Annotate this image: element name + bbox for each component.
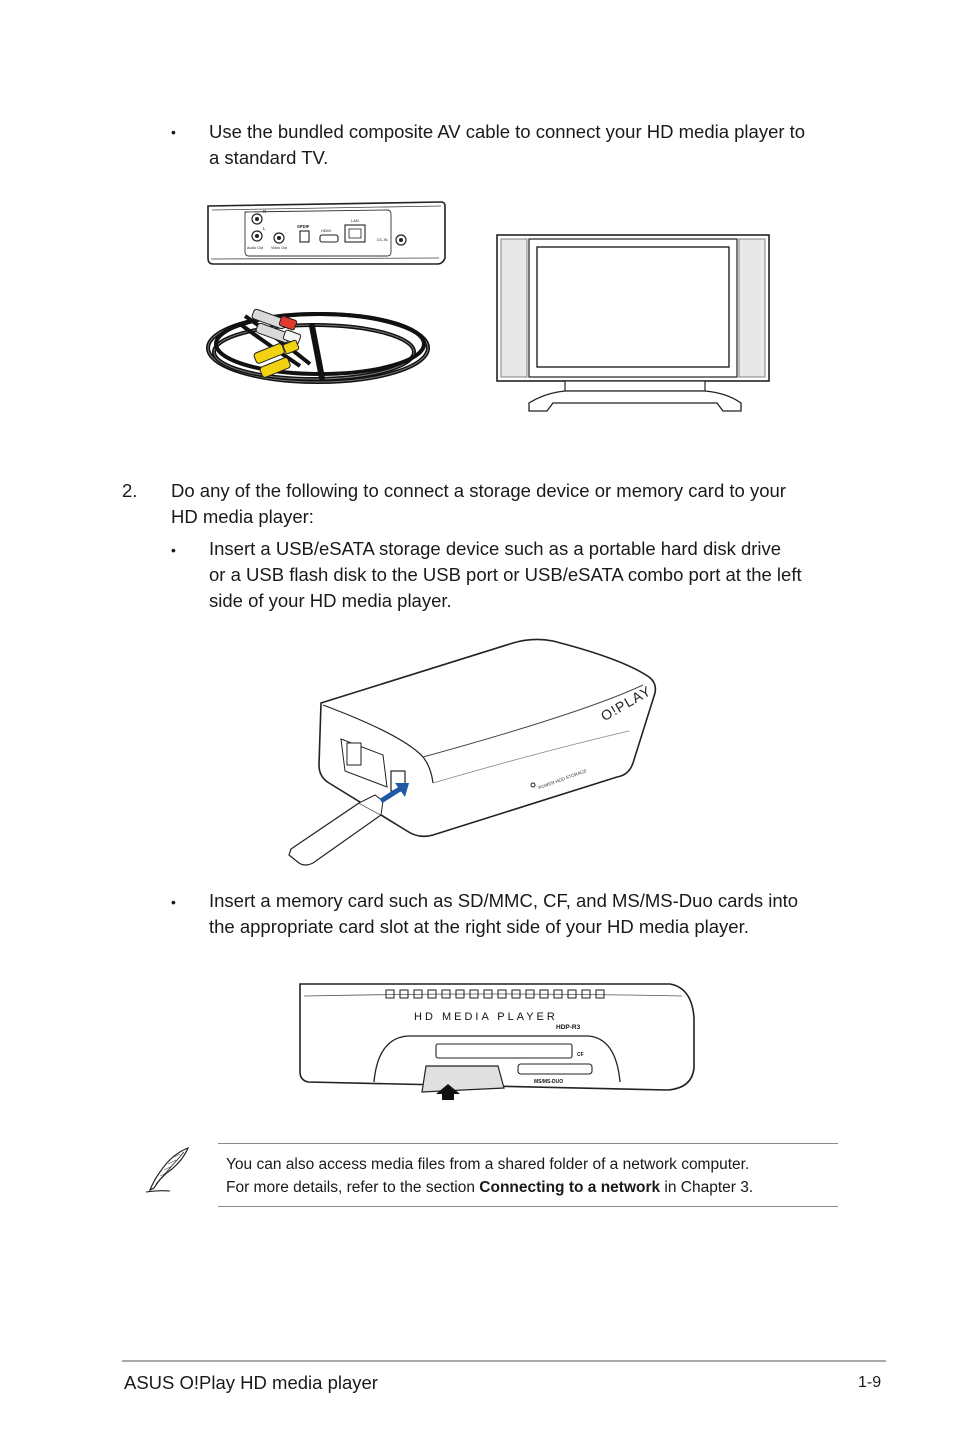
step-2-line-1: Do any of the following to connect a sto… [171,480,786,501]
label-lan: LAN [351,218,359,223]
front-panel-title: HD MEDIA PLAYER [414,1011,558,1023]
label-spdif: SPDIF [297,224,310,229]
note-line-2-prefix: For more details, refer to the section [226,1179,480,1196]
usb-line-3: side of your HD media player. [209,590,452,611]
ms-slot-label: MS/MS-DUO [534,1079,563,1085]
note-line-1: You can also access media files from a s… [226,1156,750,1173]
step-2-instruction: Do any of the following to connect a sto… [171,478,851,530]
cf-slot-label: CF [577,1052,584,1058]
player-card-slot-illustration: HD MEDIA PLAYER HDP-R3 CF MS/MS-DUO [299,983,695,1100]
standard-tv-illustration [496,234,770,412]
quill-note-icon [145,1146,190,1193]
av-cable-instruction: Use the bundled composite AV cable to co… [209,119,849,171]
memory-card-line-1: Insert a memory card such as SD/MMC, CF,… [209,890,799,911]
step-number: 2. [122,480,138,501]
footer-title: ASUS O!Play HD media player [124,1372,378,1393]
label-hdmi: HDMI [321,229,331,233]
composite-av-cable-illustration [206,308,430,384]
label-l: L [263,226,266,231]
note-section-link: Connecting to a network [479,1179,661,1196]
label-r: R [263,209,267,214]
page-number: 1-9 [858,1374,882,1391]
step-2-line-2: HD media player: [171,506,314,527]
label-audio-out: Audio Out [247,246,263,250]
memory-card-instruction: Insert a memory card such as SD/MMC, CF,… [209,888,849,940]
footer-rule [122,1360,886,1362]
memory-card-line-2: the appropriate card slot at the right s… [209,916,749,937]
player-usb-illustration: O!PLAY POWER HDD STORAGE [288,638,657,866]
note-line-2: For more details, refer to the section C… [226,1176,836,1199]
model-number: HDP-R3 [556,1024,581,1031]
label-dc-in: DC-IN [377,238,388,242]
bullet-marker: • [171,542,176,558]
av-cable-line-1: Use the bundled composite AV cable to co… [209,121,806,142]
bullet-marker: • [171,124,176,140]
bullet-marker: • [171,894,176,910]
note-line-2-suffix: in Chapter 3. [660,1179,754,1196]
player-rear-panel-illustration: R L Audio Out Video Out SPDIF HDMI LAN D… [207,201,446,265]
label-video-out: Video Out [271,246,287,250]
usb-instruction: Insert a USB/eSATA storage device such a… [209,536,849,614]
note-text: You can also access media files from a s… [226,1153,836,1199]
usb-line-1: Insert a USB/eSATA storage device such a… [209,538,782,559]
av-cable-line-2: a standard TV. [209,147,329,168]
usb-line-2: or a USB flash disk to the USB port or U… [209,564,802,585]
note-bottom-rule [218,1206,838,1207]
note-top-rule [218,1143,838,1144]
